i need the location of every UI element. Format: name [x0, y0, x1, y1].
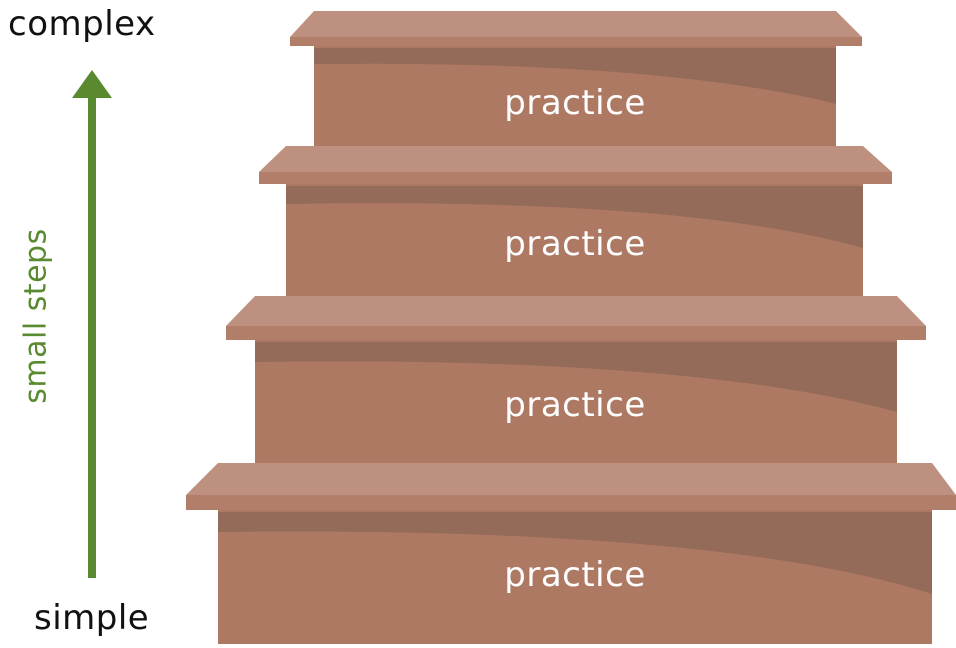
step-top — [290, 11, 862, 146]
step-shadow — [218, 512, 932, 594]
step-tread — [259, 146, 892, 172]
arrow-shaft — [88, 92, 96, 578]
step-upper-middle — [259, 146, 892, 296]
step-label-top: practice — [504, 83, 646, 123]
small-steps-label: small steps — [18, 228, 54, 404]
step-tread-edge — [186, 495, 956, 510]
upward-arrow-icon — [72, 70, 112, 578]
step-shadow — [314, 48, 836, 104]
step-lower-middle — [226, 296, 926, 463]
step-bottom — [186, 463, 956, 644]
simple-label: simple — [34, 598, 150, 638]
step-shadow — [286, 186, 863, 248]
step-label-bottom: practice — [504, 555, 646, 595]
step-label-upper-middle: practice — [504, 224, 646, 264]
complex-label: complex — [8, 4, 156, 44]
step-tread-edge — [259, 172, 892, 184]
step-tread — [226, 296, 926, 326]
step-label-lower-middle: practice — [504, 385, 646, 425]
step-tread-edge — [290, 37, 862, 46]
step-tread — [290, 11, 862, 37]
arrow-head — [72, 70, 112, 98]
step-tread — [186, 463, 956, 495]
step-tread-edge — [226, 326, 926, 340]
step-shadow — [255, 342, 897, 412]
